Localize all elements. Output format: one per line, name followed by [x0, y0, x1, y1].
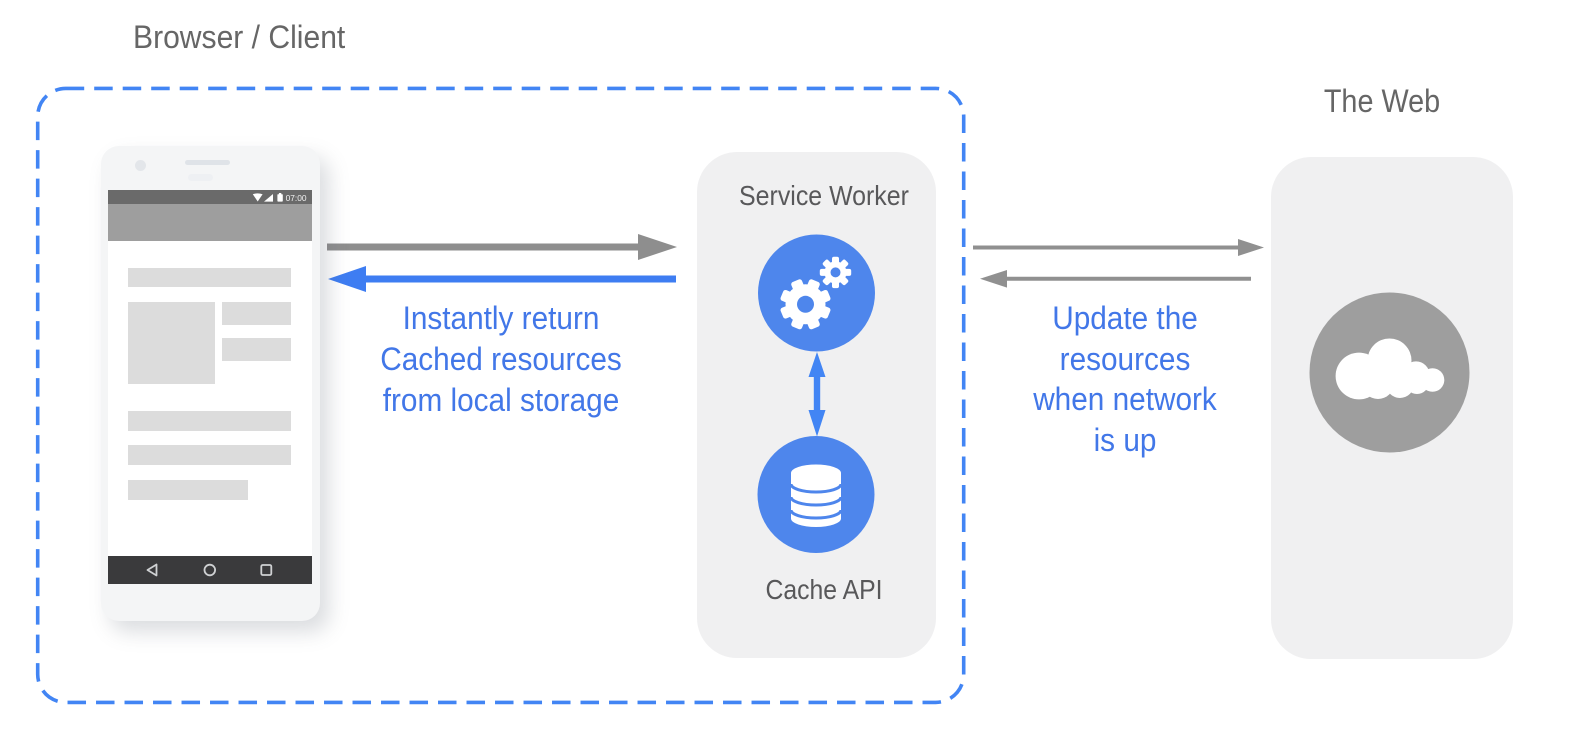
svg-text:07:00: 07:00: [286, 193, 307, 203]
